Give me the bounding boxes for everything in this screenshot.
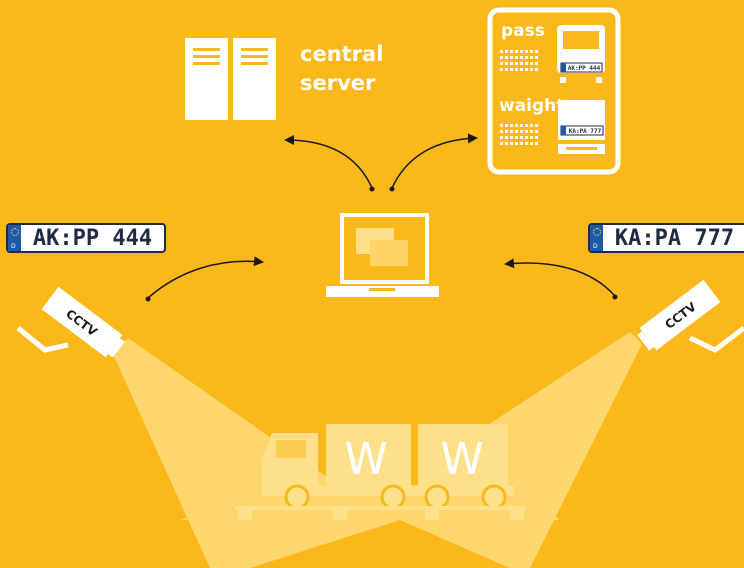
laptop-icon	[326, 213, 439, 297]
right-plate-text: KA:PA 777	[614, 225, 735, 251]
arrow-right-camera-to-laptop	[504, 258, 616, 297]
arrow-laptop-to-server	[284, 135, 373, 189]
truck-cargo-front	[326, 424, 411, 486]
arrow-start-dots	[145, 186, 618, 302]
truck-cab-window	[276, 440, 306, 458]
panel-pass-plate-text: AK:PP 444	[568, 65, 601, 72]
panel-weight-plate: KA:PA 777	[560, 125, 604, 136]
truck-cargo-rear	[418, 424, 508, 486]
weigh-panel: pass waight AK:PP 444 KA:PA 777	[487, 7, 621, 175]
server-label-line2: server	[300, 71, 376, 95]
pass-bus-icon	[557, 25, 605, 83]
server-label: central server	[300, 40, 383, 98]
truck-wheels	[284, 484, 507, 510]
panel-pass-label: pass	[501, 21, 545, 41]
arrow-left-camera-to-laptop	[147, 256, 264, 299]
left-license-plate: AK:PP 444	[6, 223, 166, 253]
server-label-line1: central	[300, 42, 384, 66]
truck: W W	[262, 424, 514, 510]
weight-dot-grid	[500, 124, 538, 145]
arrow-laptop-to-panel	[391, 133, 478, 189]
truck-cargo-rear-label: W	[440, 434, 484, 485]
eu-flag-icon	[8, 225, 21, 251]
eu-flag-icon	[590, 225, 603, 251]
connector-arrows	[147, 133, 616, 299]
right-license-plate: KA:PA 777	[588, 223, 744, 253]
right-cctv-camera: CCTV	[637, 279, 744, 353]
panel-pass-plate: AK:PP 444	[560, 62, 603, 73]
left-plate-text: AK:PP 444	[32, 225, 153, 251]
left-camera-mount	[16, 326, 69, 353]
right-camera-mount	[688, 326, 744, 353]
weighbridge	[235, 506, 525, 520]
truck-cargo-front-label: W	[344, 434, 388, 485]
left-cctv-camera: CCTV	[16, 286, 125, 358]
panel-weight-label: waight	[499, 96, 564, 116]
pass-dot-grid	[500, 50, 538, 71]
server-icon	[185, 38, 276, 120]
panel-weight-plate-text: KA:PA 777	[569, 128, 602, 135]
